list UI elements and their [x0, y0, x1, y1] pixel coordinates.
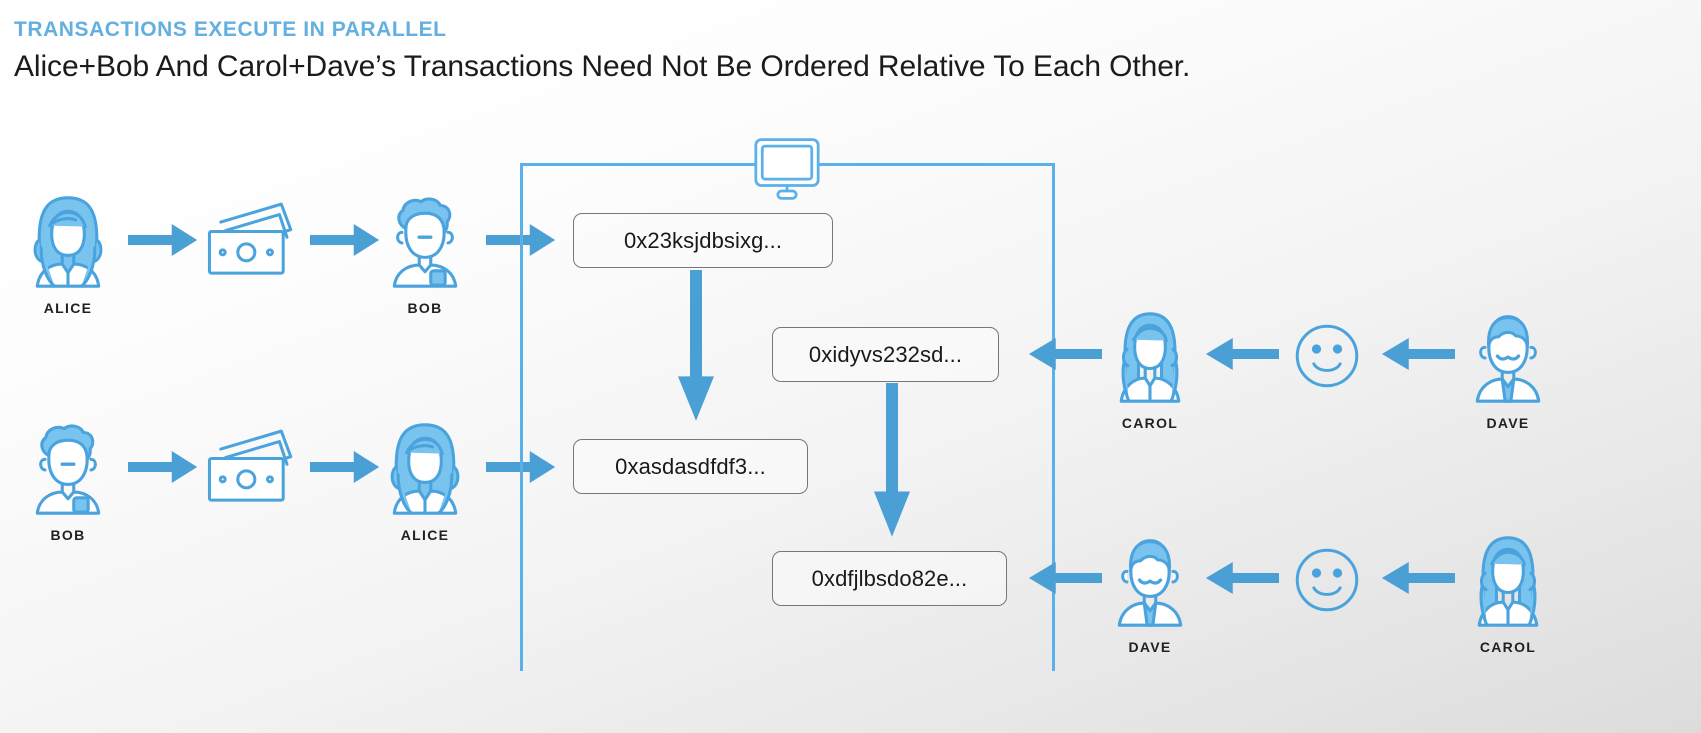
actor-label: ALICE — [400, 527, 450, 543]
money-icon — [200, 195, 304, 287]
bob-avatar-icon — [377, 190, 473, 294]
transaction-pill[interactable]: 0xdfjlbsdo82e... — [772, 551, 1007, 606]
arrow-down-tx2-to-tx4 — [872, 383, 912, 538]
actor-alice-row1: ALICE — [8, 190, 128, 316]
actor-dave-row1: DAVE — [1448, 305, 1568, 431]
actor-carol-row2: CAROL — [1448, 529, 1568, 655]
arrow-right-bob-to-money — [128, 450, 198, 484]
alice-avatar-icon — [377, 417, 473, 521]
smiley-icon — [1285, 314, 1369, 398]
transaction-pill[interactable]: 0xasdasdfdf3... — [573, 439, 808, 494]
slide-header: TRANSACTIONS EXECUTE IN PARALLEL Alice+B… — [14, 18, 1514, 85]
alice-avatar-icon — [20, 190, 116, 294]
dave-avatar-icon — [1102, 529, 1198, 633]
transaction-pill[interactable]: 0xidyvs232sd... — [772, 327, 999, 382]
transaction-pill[interactable]: 0x23ksjdbsixg... — [573, 213, 833, 268]
actor-label: DAVE — [1486, 415, 1530, 431]
actor-label: BOB — [50, 527, 86, 543]
arrow-left-smiley-to-dave — [1205, 561, 1279, 595]
monitor-icon — [750, 136, 824, 202]
carol-avatar-icon — [1460, 529, 1556, 633]
actor-alice-row2: ALICE — [365, 417, 485, 543]
actor-label: CAROL — [1121, 415, 1179, 431]
arrow-down-tx1-to-tx3 — [676, 270, 716, 422]
page-title: Alice+Bob And Carol+Dave’s Transactions … — [14, 50, 1191, 84]
actor-label: BOB — [407, 300, 443, 316]
actor-label: ALICE — [43, 300, 93, 316]
dave-avatar-icon — [1460, 305, 1556, 409]
arrow-left-dave-to-smiley — [1381, 337, 1455, 371]
bob-avatar-icon — [20, 417, 116, 521]
actor-bob-row2: BOB — [8, 417, 128, 543]
actor-bob-row1: BOB — [365, 190, 485, 316]
money-icon — [200, 422, 304, 514]
actor-carol-row1: CAROL — [1090, 305, 1210, 431]
eyebrow-heading: TRANSACTIONS EXECUTE IN PARALLEL — [14, 18, 447, 41]
carol-avatar-icon — [1102, 305, 1198, 409]
arrow-left-carol-to-smiley — [1381, 561, 1455, 595]
arrow-right-alice-to-money — [128, 223, 198, 257]
actor-label: CAROL — [1479, 639, 1537, 655]
actor-dave-row2: DAVE — [1090, 529, 1210, 655]
arrow-left-smiley-to-carol — [1205, 337, 1279, 371]
actor-label: DAVE — [1128, 639, 1172, 655]
smiley-icon — [1285, 538, 1369, 622]
